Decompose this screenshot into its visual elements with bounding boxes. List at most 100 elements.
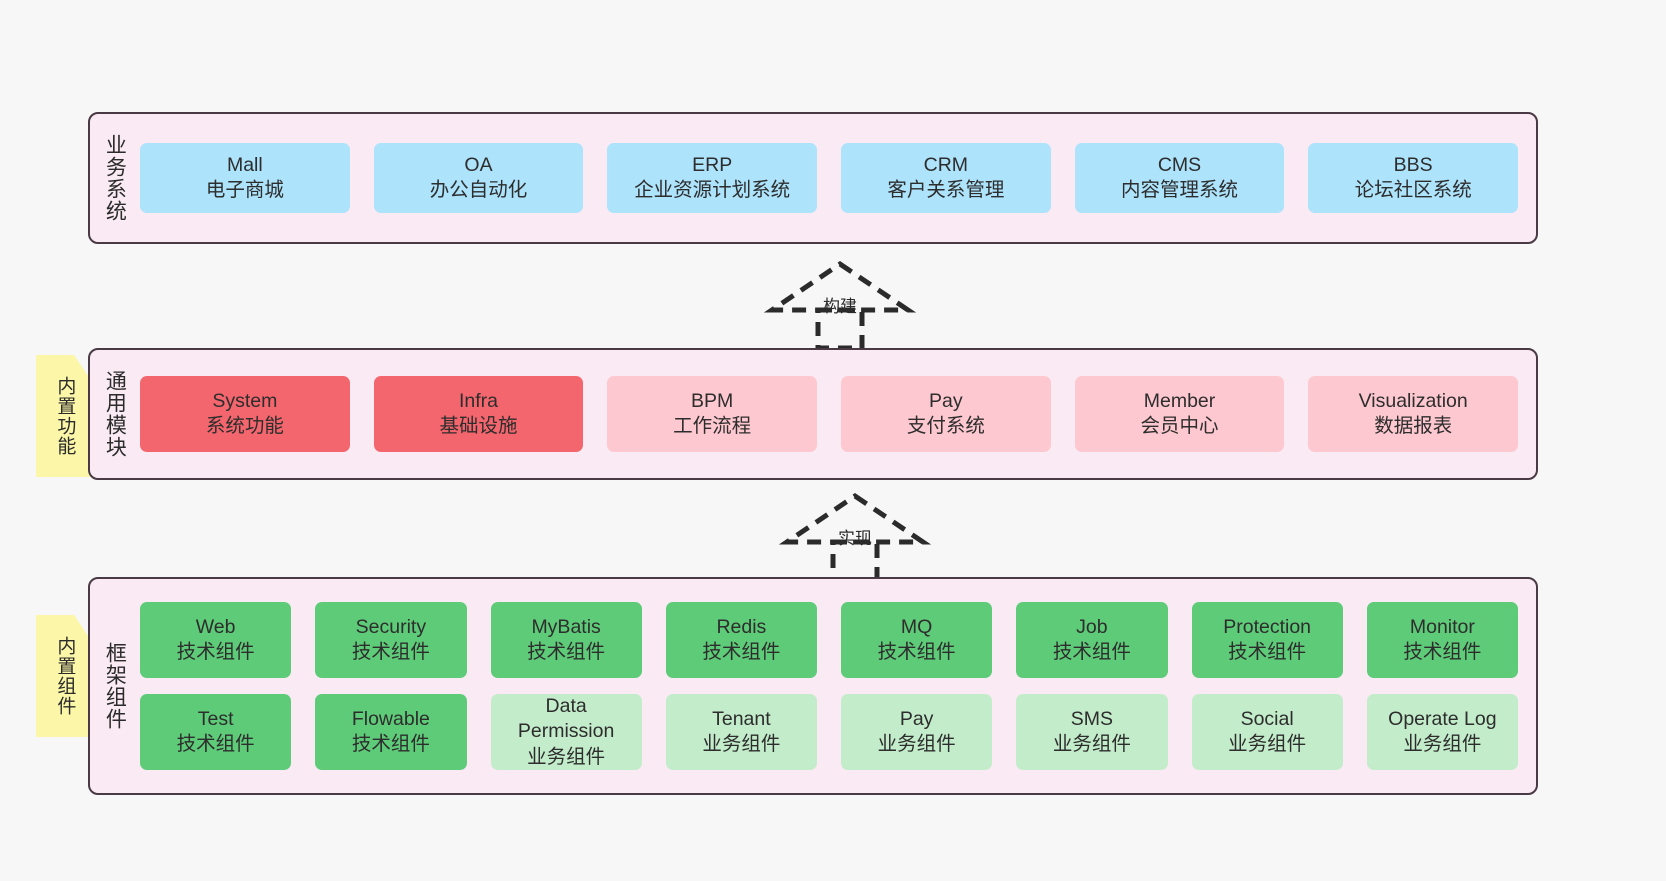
module-card-monitor[interactable]: Monitor 技术组件	[1366, 602, 1518, 678]
sticky-note-builtin-function: 内置功能	[36, 355, 92, 477]
module-card-title: CRM	[923, 153, 969, 176]
layer-title-common-module: 通用模块	[103, 370, 127, 458]
module-card-infra[interactable]: Infra 基础设施	[373, 376, 584, 452]
module-card-subtitle: 企业资源计划系统	[634, 179, 791, 201]
module-card-title: BPM	[691, 389, 734, 412]
layer-body-framework-component: Web 技术组件 Security 技术组件 MyBatis 技术组件 Redi…	[138, 579, 1536, 793]
module-card-title: Social	[1240, 707, 1294, 730]
module-card-title: Visualization	[1358, 389, 1468, 412]
module-card-title: Pay	[899, 707, 934, 730]
module-card-title: CMS	[1157, 153, 1202, 176]
module-card-subtitle: 技术组件	[1228, 641, 1307, 663]
module-card-pay[interactable]: Pay 支付系统	[841, 376, 1051, 452]
module-card-title: Data Permission	[517, 694, 615, 743]
module-card-operate-log[interactable]: Operate Log 业务组件	[1366, 694, 1518, 770]
module-card-title: MyBatis	[531, 615, 601, 638]
module-card-subtitle: 技术组件	[176, 733, 255, 755]
layer-row: Web 技术组件 Security 技术组件 MyBatis 技术组件 Redi…	[140, 602, 1518, 678]
layer-business-system: 业务系统 Mall 电子商城 OA 办公自动化 ERP 企业资源计划系统 CRM…	[88, 112, 1538, 244]
module-card-title: Protection	[1223, 615, 1312, 638]
module-card-title: Operate Log	[1388, 707, 1497, 730]
module-card-subtitle: 业务组件	[1052, 733, 1131, 755]
module-card-subtitle: 技术组件	[527, 641, 606, 663]
module-card-title: ERP	[692, 153, 733, 176]
module-card-title: SMS	[1070, 707, 1113, 730]
module-card-title: Test	[197, 707, 234, 730]
relation-arrow-implement: 实现	[775, 490, 935, 580]
module-card-subtitle: 技术组件	[702, 641, 781, 663]
layer-body-business-system: Mall 电子商城 OA 办公自动化 ERP 企业资源计划系统 CRM 客户关系…	[138, 114, 1536, 242]
module-card-title: Monitor	[1409, 615, 1475, 638]
module-card-redis[interactable]: Redis 技术组件	[665, 602, 817, 678]
module-card-subtitle: 办公自动化	[429, 179, 528, 201]
module-card-title: Redis	[716, 615, 767, 638]
module-card-subtitle: 技术组件	[351, 733, 430, 755]
module-card-subtitle: 技术组件	[877, 641, 956, 663]
module-card-subtitle: 内容管理系统	[1121, 179, 1239, 201]
layer-framework-component: 框架组件 Web 技术组件 Security 技术组件 MyBatis 技术组件…	[88, 577, 1538, 795]
module-card-mall[interactable]: Mall 电子商城	[140, 143, 350, 213]
module-card-subtitle: 客户关系管理	[887, 179, 1005, 201]
dashed-generalization-arrow-icon	[778, 492, 932, 580]
module-card-subtitle: 技术组件	[1052, 641, 1131, 663]
module-card-title: Flowable	[351, 707, 430, 730]
module-card-title: Mall	[226, 153, 263, 176]
module-card-tenant[interactable]: Tenant 业务组件	[665, 694, 817, 770]
module-card-sms[interactable]: SMS 业务组件	[1016, 694, 1168, 770]
module-card-subtitle: 基础设施	[439, 415, 518, 437]
module-card-subtitle: 工作流程	[673, 415, 752, 437]
module-card-visualization[interactable]: Visualization 数据报表	[1308, 376, 1519, 452]
module-card-bbs[interactable]: BBS 论坛社区系统	[1308, 143, 1519, 213]
module-card-flowable[interactable]: Flowable 技术组件	[315, 694, 467, 770]
module-card-subtitle: 业务组件	[702, 733, 781, 755]
module-card-subtitle: 数据报表	[1374, 415, 1453, 437]
module-card-subtitle: 业务组件	[1403, 733, 1482, 755]
module-card-job[interactable]: Job 技术组件	[1016, 602, 1168, 678]
module-card-subtitle: 论坛社区系统	[1354, 179, 1472, 201]
sticky-note-label: 内置组件	[54, 636, 76, 716]
module-card-subtitle: 技术组件	[176, 641, 255, 663]
dashed-generalization-arrow-icon	[763, 260, 917, 348]
module-card-mq[interactable]: MQ 技术组件	[841, 602, 993, 678]
module-card-title: Infra	[458, 389, 499, 412]
module-card-subtitle: 业务组件	[527, 745, 606, 768]
module-card-mybatis[interactable]: MyBatis 技术组件	[490, 602, 642, 678]
module-card-subtitle: 系统功能	[205, 415, 284, 437]
module-card-title: Pay	[929, 389, 963, 412]
module-card-erp[interactable]: ERP 企业资源计划系统	[607, 143, 818, 213]
module-card-title: Security	[355, 615, 427, 638]
layer-body-common-module: System 系统功能 Infra 基础设施 BPM 工作流程 Pay 支付系统…	[138, 350, 1536, 478]
module-card-security[interactable]: Security 技术组件	[315, 602, 467, 678]
module-card-title: Tenant	[712, 707, 771, 730]
module-card-cms[interactable]: CMS 内容管理系统	[1074, 143, 1285, 213]
module-card-subtitle: 支付系统	[906, 415, 985, 437]
module-card-system[interactable]: System 系统功能	[140, 376, 350, 452]
module-card-title: Member	[1143, 389, 1216, 412]
layer-row: Mall 电子商城 OA 办公自动化 ERP 企业资源计划系统 CRM 客户关系…	[140, 143, 1519, 213]
module-card-title: MQ	[900, 615, 933, 638]
module-card-subtitle: 电子商城	[205, 179, 284, 201]
module-card-title: Job	[1076, 615, 1108, 638]
layer-row: System 系统功能 Infra 基础设施 BPM 工作流程 Pay 支付系统…	[140, 376, 1519, 452]
module-card-title: BBS	[1393, 153, 1433, 176]
module-card-member[interactable]: Member 会员中心	[1074, 376, 1285, 452]
module-card-data-permission[interactable]: Data Permission 业务组件	[490, 694, 642, 770]
module-card-protection[interactable]: Protection 技术组件	[1191, 602, 1343, 678]
module-card-title: System	[212, 389, 278, 412]
module-card-crm[interactable]: CRM 客户关系管理	[841, 143, 1051, 213]
module-card-oa[interactable]: OA 办公自动化	[373, 143, 584, 213]
sticky-note-label: 内置功能	[54, 376, 76, 456]
module-card-web[interactable]: Web 技术组件	[140, 602, 292, 678]
module-card-subtitle: 业务组件	[877, 733, 956, 755]
layer-title-framework-component: 框架组件	[103, 642, 127, 730]
layer-common-module: 通用模块 System 系统功能 Infra 基础设施 BPM 工作流程 Pay…	[88, 348, 1538, 480]
module-card-test[interactable]: Test 技术组件	[140, 694, 292, 770]
relation-arrow-build: 构建	[760, 258, 920, 348]
module-card-social[interactable]: Social 业务组件	[1191, 694, 1343, 770]
sticky-note-builtin-component: 内置组件	[36, 615, 92, 737]
module-card-bpm[interactable]: BPM 工作流程	[607, 376, 818, 452]
module-card-subtitle: 业务组件	[1228, 733, 1307, 755]
module-card-pay-business[interactable]: Pay 业务组件	[841, 694, 993, 770]
module-card-subtitle: 会员中心	[1140, 415, 1219, 437]
